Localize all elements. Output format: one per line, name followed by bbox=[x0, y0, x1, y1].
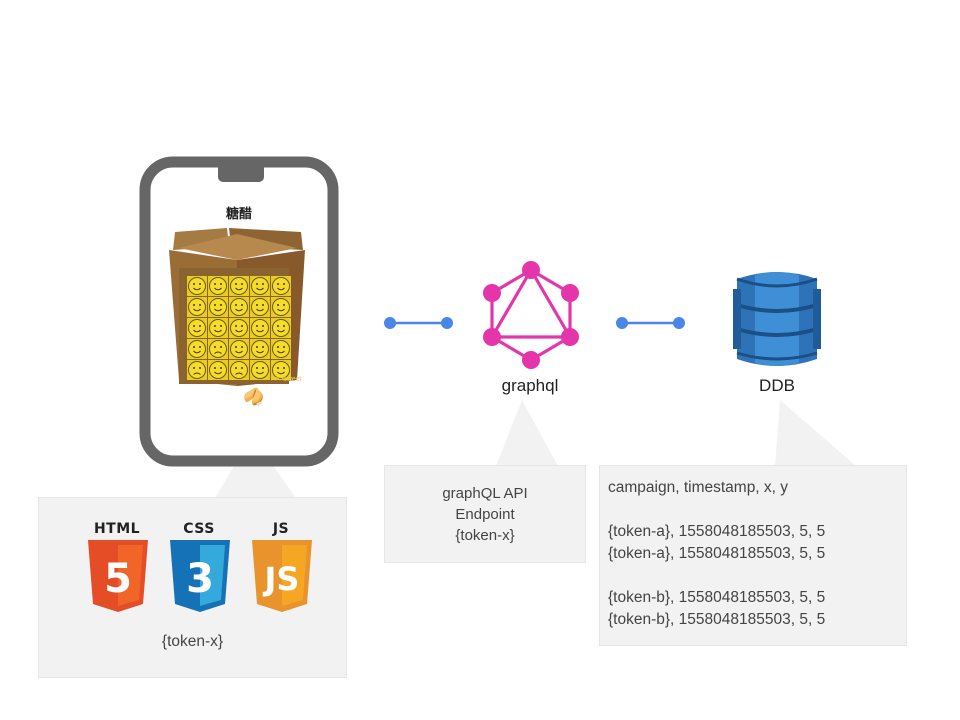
ddb-callout-text: campaign, timestamp, x, y {token-a}, 155… bbox=[608, 477, 904, 631]
smile-face-icon bbox=[187, 297, 207, 317]
js-logo-label: JS bbox=[272, 521, 290, 537]
smile-face-icon bbox=[271, 297, 291, 317]
smile-face-icon bbox=[250, 297, 270, 317]
ddb-record-line: {token-b}, 1558048185503, 5, 5 bbox=[608, 589, 826, 606]
smile-face-icon bbox=[229, 276, 249, 296]
smile-face-icon bbox=[271, 360, 291, 380]
smile-face-icon bbox=[187, 276, 207, 296]
svg-text:3: 3 bbox=[186, 556, 214, 602]
smile-face-icon bbox=[229, 318, 249, 338]
emoji-grid bbox=[187, 276, 291, 380]
svg-text:JS: JS bbox=[263, 560, 300, 598]
connector-phone-graphql bbox=[384, 317, 453, 329]
frontend-token-text: {token-x} bbox=[161, 633, 224, 650]
connector-graphql-ddb bbox=[616, 317, 685, 329]
ddb-callout bbox=[599, 465, 907, 646]
smile-face-icon bbox=[250, 276, 270, 296]
smile-face-icon bbox=[187, 339, 207, 359]
js-shield-icon: JS bbox=[252, 540, 312, 612]
css3-shield-icon: 3 bbox=[170, 540, 230, 612]
smile-face-icon bbox=[229, 297, 249, 317]
ddb-record-line: {token-a}, 1558048185503, 5, 5 bbox=[608, 523, 826, 540]
smile-face-icon bbox=[250, 339, 270, 359]
ddb-record-line: {token-b}, 1558048185503, 5, 5 bbox=[608, 611, 826, 628]
sad-face-icon bbox=[208, 339, 228, 359]
graphql-callout-line: {token-x} bbox=[455, 527, 515, 544]
fortune-cookie-icon: 🥠 bbox=[243, 388, 265, 407]
smile-face-icon bbox=[187, 318, 207, 338]
smile-face-icon bbox=[208, 318, 228, 338]
smile-face-icon bbox=[271, 318, 291, 338]
ddb-blank-line bbox=[608, 499, 904, 521]
ddb-schema-line: campaign, timestamp, x, y bbox=[608, 479, 789, 496]
takeout-box-image: >>>sweet bbox=[169, 228, 305, 386]
smile-face-icon bbox=[208, 297, 228, 317]
dynamodb-logo-icon bbox=[733, 272, 821, 366]
smile-face-icon bbox=[250, 360, 270, 380]
graphql-callout-text: graphQL API Endpoint {token-x} bbox=[384, 483, 586, 546]
ddb-blank-line bbox=[608, 565, 904, 587]
ddb-record-line: {token-a}, 1558048185503, 5, 5 bbox=[608, 545, 826, 562]
graphql-logo-icon bbox=[483, 261, 579, 369]
sad-face-icon bbox=[229, 360, 249, 380]
svg-text:5: 5 bbox=[104, 556, 132, 602]
ddb-label: DDB bbox=[759, 376, 795, 395]
html5-shield-icon: 5 bbox=[88, 540, 148, 612]
smile-face-icon bbox=[271, 339, 291, 359]
smile-face-icon bbox=[229, 339, 249, 359]
smile-face-icon bbox=[208, 360, 228, 380]
smile-face-icon bbox=[208, 276, 228, 296]
graphql-callout bbox=[384, 465, 586, 563]
graphql-callout-line: graphQL API bbox=[442, 485, 528, 502]
box-footer-text: >>>sweet bbox=[271, 376, 302, 383]
phone-title: 糖醋 bbox=[225, 206, 252, 221]
graphql-label: graphql bbox=[501, 376, 559, 395]
graphql-callout-line: Endpoint bbox=[455, 506, 515, 523]
smile-face-icon bbox=[271, 276, 291, 296]
smile-face-icon bbox=[250, 318, 270, 338]
html-logo-label: HTML bbox=[93, 521, 141, 537]
sad-face-icon bbox=[187, 360, 207, 380]
css-logo-label: CSS bbox=[183, 521, 215, 537]
